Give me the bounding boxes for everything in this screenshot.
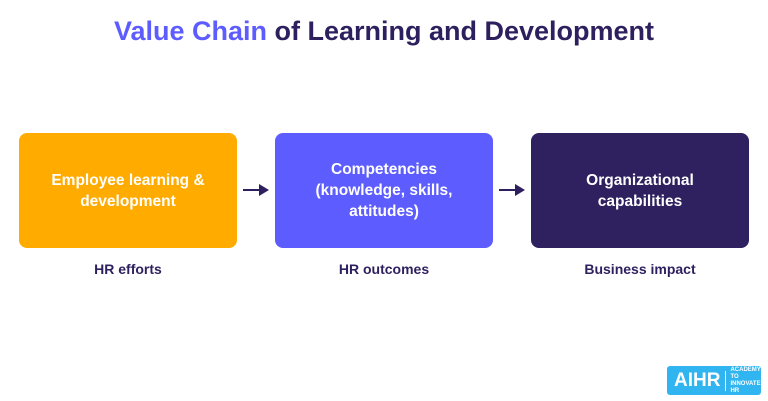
logo-text: AIHR <box>667 370 727 391</box>
step-box-competencies: Competencies (knowledge, skills, attitud… <box>275 133 493 248</box>
arrow-right-icon <box>243 184 269 196</box>
step-box-capabilities: Organizational capabilities <box>531 133 749 248</box>
arrow-right-icon <box>499 184 525 196</box>
title-rest: of Learning and Development <box>267 16 655 46</box>
logo-tagline-line2: INNOVATE HR <box>730 380 761 394</box>
page-title: Value Chain of Learning and Development <box>0 16 768 47</box>
step-label-hr-outcomes: HR outcomes <box>338 261 430 277</box>
step-box-learning: Employee learning & development <box>19 133 237 248</box>
step-label-hr-efforts: HR efforts <box>94 261 162 277</box>
logo-tagline-line1: ACADEMY TO <box>730 366 761 380</box>
step-label-business-impact: Business impact <box>584 261 696 277</box>
title-accent: Value Chain <box>113 16 267 46</box>
